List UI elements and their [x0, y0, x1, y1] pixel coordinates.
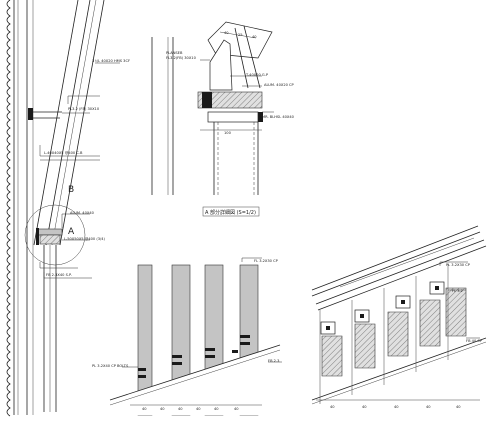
note-a5: L-50X50X5 @400 (3/4): [64, 237, 106, 241]
note-d3: FB 2.3: [268, 359, 279, 363]
note-b2: FL3.2(FB) 30X10: [166, 56, 197, 60]
detail-circle-a: [24, 204, 86, 266]
wall-section-left: [6, 0, 34, 417]
dim-bottom-1: 40: [142, 407, 147, 411]
note-b1: PLANSEB: [166, 51, 183, 55]
note-b4: ALUM. 40X20 CP: [264, 83, 295, 87]
dim-top-3: 40: [252, 35, 257, 39]
note-a1: 3 t/L 40X20 HMS 3CF: [92, 59, 130, 63]
note-a6: FB 2.3X40 S.P.: [46, 273, 72, 277]
note-d2: PL 3.2X40 CP BOLTS: [92, 364, 129, 368]
detail-top-section: 40 25 40 100 PLANSEB FL3.2(FB) 30X10 T-4…: [151, 21, 295, 195]
detail-isometric: 40 40 40 40 40 PL 3.2X30 CP FL 3.2 FB 40…: [311, 225, 487, 409]
dim-right-1: 40: [330, 405, 335, 409]
note-e3: FB 40 CP: [466, 339, 483, 343]
note-e1: PL 3.2X30 CP: [446, 263, 471, 267]
note-a4: ALUM. 40X40: [70, 211, 95, 215]
wavy-wall-edge: [6, 0, 11, 417]
note-d1: FL 3.2X30 CP: [254, 259, 279, 263]
note-b5: MR. BLHSL 40X40: [262, 115, 295, 119]
marker-b: B: [68, 185, 74, 195]
dim-bottom-2: 40: [160, 407, 165, 411]
dim-bottom-6: 40: [234, 407, 239, 411]
dim-right-4: 40: [426, 405, 431, 409]
detail-inclined-panel: 3 t/L 40X20 HMS 3CF PL3.2 (FB) 30X10 L-4…: [24, 0, 130, 412]
dim-right-3: 40: [394, 405, 399, 409]
dim-top-2: 25: [238, 33, 243, 37]
dim-mid: 100: [224, 131, 232, 135]
note-e2: FL 3.2: [452, 289, 463, 293]
dim-bottom-5: 40: [214, 407, 219, 411]
detail-stair-risers: 40 40 40 40 40 40 FL 3.2X30 CP PL 3.2X40…: [92, 257, 282, 416]
marker-a: A: [68, 227, 75, 237]
note-a2: PL3.2 (FB) 30X10: [68, 107, 100, 111]
note-b3: T-40X20 G.P: [245, 73, 269, 77]
dim-right-5: 40: [456, 405, 461, 409]
detail-caption: A 部分詳細図 (S=1/2): [202, 206, 260, 217]
note-a3: L-40X40X5 @400 C.B: [44, 151, 83, 155]
dim-top-1: 40: [224, 31, 229, 35]
dim-bottom-3: 40: [178, 407, 183, 411]
caption-text: A 部分詳細図 (S=1/2): [205, 209, 256, 216]
dim-bottom-4: 40: [196, 407, 201, 411]
dim-right-2: 40: [362, 405, 367, 409]
iso-panels: [320, 281, 467, 377]
